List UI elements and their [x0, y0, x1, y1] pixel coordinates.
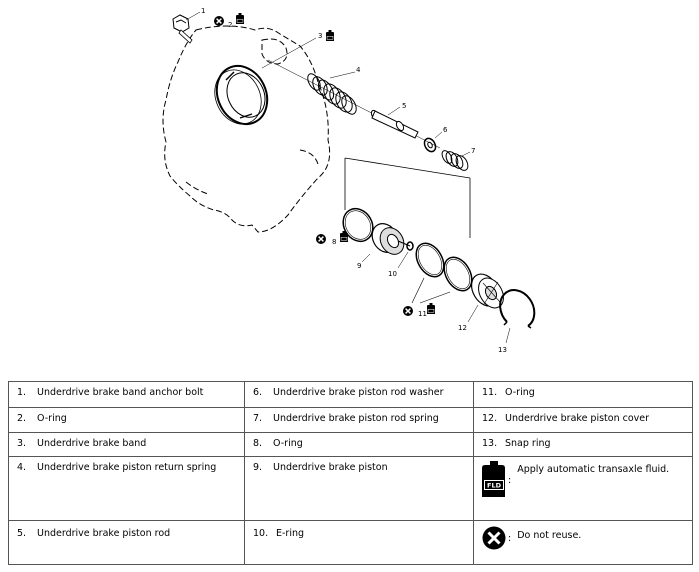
part-13-snap-ring: [499, 289, 536, 344]
callout-1: 1: [201, 7, 205, 15]
item-number: 12.: [482, 413, 498, 424]
legend-cell: 6. Underdrive brake piston rod washer: [244, 381, 474, 408]
legend-cell: 8. O-ring: [244, 432, 474, 457]
parts-legend-table: 1. Underdrive brake band anchor bolt 6. Un…: [8, 381, 693, 565]
fluid-bottle-icon: FLD: [482, 461, 505, 497]
part-4-return-spring: [307, 71, 357, 115]
callout-13: 13: [498, 346, 507, 354]
item-number: 6.: [253, 387, 263, 398]
item-label: Underdrive brake band: [37, 438, 147, 449]
item-label: O-ring: [505, 387, 535, 398]
legend-row: 4.Underdrive brake piston return spring …: [8, 456, 693, 521]
item-number: 2.: [17, 413, 27, 424]
item-label: Underdrive brake piston: [273, 462, 388, 473]
callout-4: 4: [356, 66, 361, 74]
item-label: Do not reuse.: [517, 530, 582, 541]
legend-cell: 1. Underdrive brake band anchor bolt: [8, 381, 245, 408]
legend-cell: 2. O-ring: [8, 407, 245, 433]
part-10-e-ring: [397, 241, 414, 269]
legend-cell: 5. Underdrive brake piston rod: [8, 520, 245, 565]
part-11-o-rings: [411, 242, 473, 304]
legend-row: 2. O-ring 7. Underdrive brake piston rod s…: [8, 407, 693, 433]
legend-cell: : Do not reuse.: [473, 520, 693, 565]
part-5-piston-rod: [370, 106, 419, 139]
callout-3: 3: [318, 32, 322, 40]
item-number: 13.: [482, 438, 498, 449]
item-number: 3.: [17, 438, 27, 449]
callout-6: 6: [443, 126, 448, 134]
legend-cell: 3. Underdrive brake band: [8, 432, 245, 457]
legend-row: 3. Underdrive brake band 8. O-ring 13. Snap…: [8, 432, 693, 457]
transaxle-case-outline: [162, 25, 331, 233]
item-number: 5.: [17, 528, 27, 539]
item-label: Underdrive brake piston cover: [505, 413, 650, 424]
item-label: Underdrive brake piston rod washer: [273, 387, 444, 398]
symbol-colon: :: [508, 533, 512, 544]
do-not-reuse-icon: [482, 526, 506, 550]
fluid-bottle-label: FLD: [487, 482, 502, 490]
item-number: 11.: [482, 387, 498, 398]
callout-9: 9: [357, 262, 361, 270]
assembly-bracket: [344, 157, 471, 238]
legend-cell: 10. E-ring: [244, 520, 474, 565]
legend-cell: 4. Underdrive brake piston return spring: [8, 456, 245, 521]
item-label: Underdrive brake band anchor bolt: [37, 387, 204, 398]
item-number: 4.: [17, 462, 27, 473]
legend-cell: 13. Snap ring: [473, 432, 693, 457]
part-9-piston: [361, 223, 411, 263]
item-label: E-ring: [276, 528, 305, 539]
part-6-washer: [423, 131, 443, 153]
legend-row: 5.Underdrive brake piston rod 10.E-ring …: [8, 520, 693, 565]
legend-cell: 11. O-ring: [473, 381, 693, 408]
item-label: Underdrive brake piston return spring: [37, 462, 217, 473]
exploded-view-diagram: 1 2 3 4 5 6 7 8 9 10 11 12 13: [162, 7, 536, 354]
callout-5: 5: [402, 102, 406, 110]
item-number: 10.: [253, 528, 269, 539]
callout-11: 11: [418, 310, 427, 318]
item-label: O-ring: [37, 413, 67, 424]
callout-12: 12: [458, 324, 467, 332]
callout-2: 2: [228, 21, 232, 29]
legend-cell: 9. Underdrive brake piston: [244, 456, 474, 521]
item-label: Apply automatic transaxle fluid.: [517, 464, 670, 475]
item-number: 8.: [253, 438, 263, 449]
item-label: Underdrive brake piston rod spring: [273, 413, 439, 424]
legend-cell: 12. Underdrive brake piston cover: [473, 407, 693, 433]
callout-8: 8: [332, 238, 336, 246]
legend-cell: FLD : Apply automatic transaxle fluid.: [473, 456, 693, 521]
part-12-piston-cover: [467, 273, 504, 323]
item-number: 1.: [17, 387, 27, 398]
item-label: Underdrive brake piston rod: [37, 528, 171, 539]
item-label: Snap ring: [505, 438, 551, 449]
item-number: 7.: [253, 413, 263, 424]
part-3-brake-band: [214, 37, 317, 126]
legend-cell: 7. Underdrive brake piston rod spring: [244, 407, 474, 433]
part-7-rod-spring: [441, 150, 471, 171]
part-8-o-ring: [342, 207, 374, 243]
callout-10: 10: [388, 270, 397, 278]
item-number: 9.: [253, 462, 263, 473]
part-1-anchor-bolt: [172, 11, 201, 44]
callout-7: 7: [471, 147, 475, 155]
legend-row: 1. Underdrive brake band anchor bolt 6. Un…: [8, 381, 693, 408]
symbol-colon: :: [508, 475, 512, 486]
item-label: O-ring: [273, 438, 303, 449]
